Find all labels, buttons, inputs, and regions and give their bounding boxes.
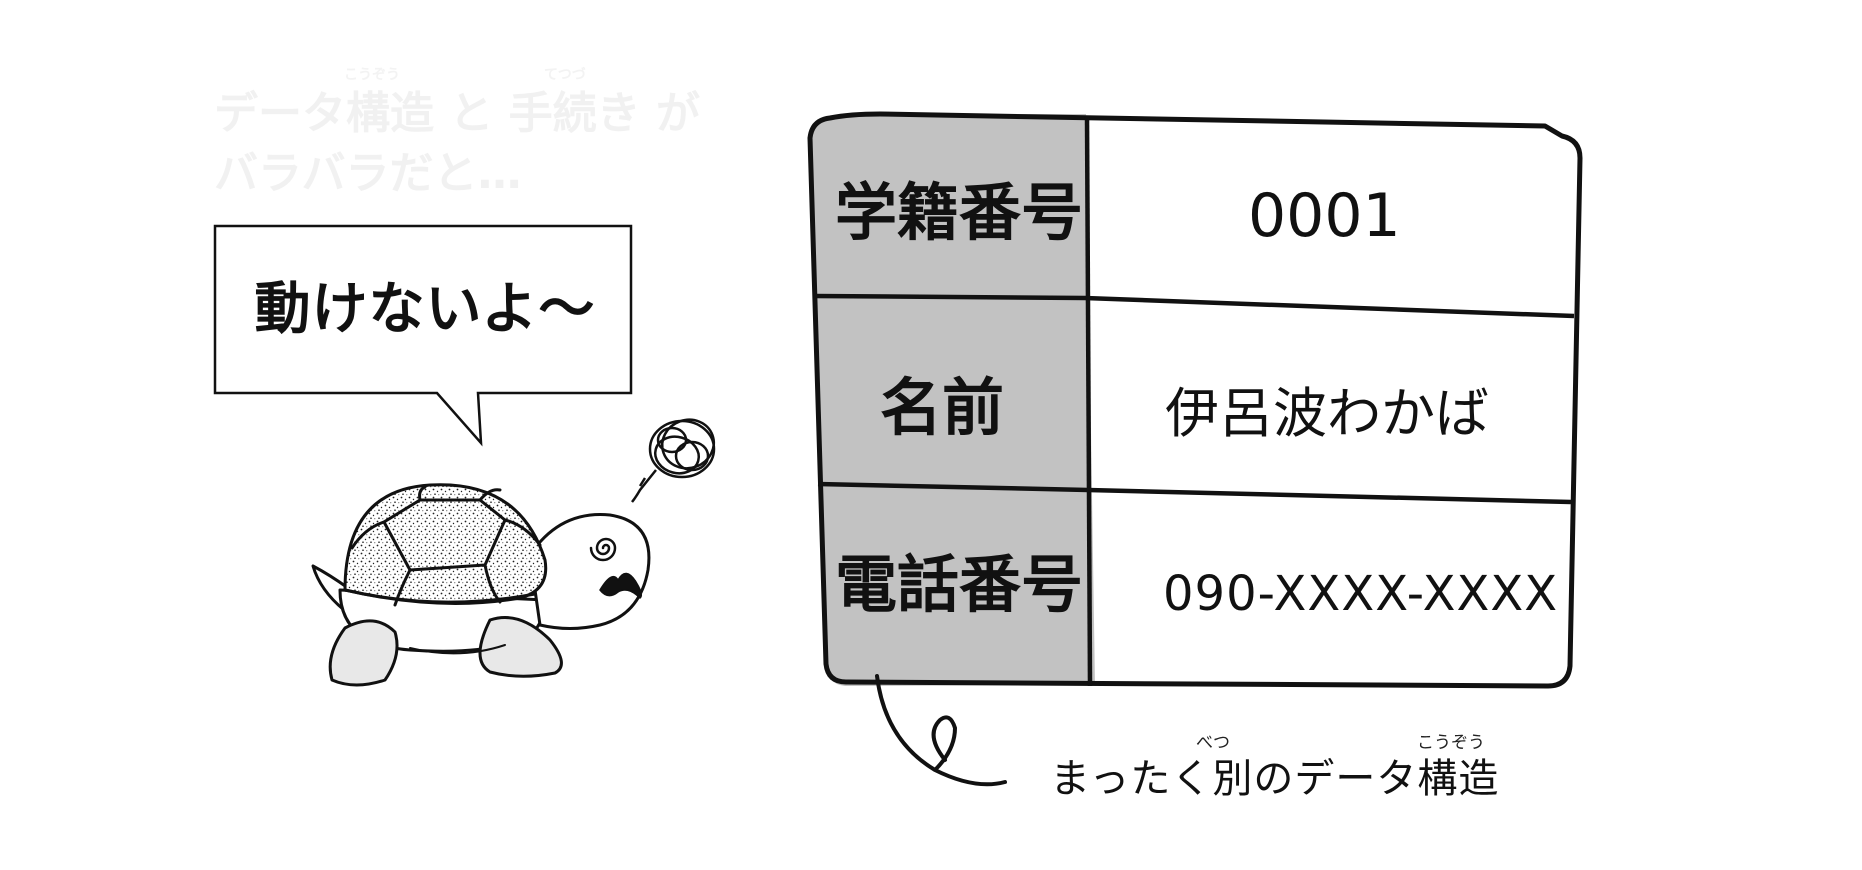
ruby-kouzou: こうぞう bbox=[344, 67, 400, 83]
speech-bubble-text: 動けないよ〜 bbox=[254, 277, 596, 342]
speech-bubble bbox=[213, 224, 633, 447]
value-name: 伊呂波わかば bbox=[1165, 382, 1489, 445]
annotation-text: まったく別のデータ構造 bbox=[1050, 756, 1500, 802]
faint-caption: こうぞう てつづ データ構造 と 手続き が バラバラだと… bbox=[214, 68, 700, 204]
label-phone: 電話番号 bbox=[834, 548, 1083, 621]
ruby-kouzou-note: こうぞう bbox=[1417, 733, 1485, 753]
ruby-betsu: べつ bbox=[1196, 733, 1230, 753]
value-phone: 090-XXXX-XXXX bbox=[1163, 566, 1559, 622]
label-student-id: 学籍番号 bbox=[834, 176, 1083, 249]
turtle-illustration bbox=[311, 483, 651, 687]
label-name: 名前 bbox=[880, 371, 1005, 444]
ruby-tetsuzuki: てつづ bbox=[544, 67, 586, 83]
record-card bbox=[807, 111, 1583, 689]
curly-pointer-line bbox=[875, 674, 1007, 787]
caption-line-2: バラバラだと… bbox=[214, 148, 522, 199]
value-student-id: 0001 bbox=[1248, 181, 1401, 251]
confusion-scribble-icon bbox=[631, 418, 716, 503]
caption-line-1: データ構造 と 手続き が bbox=[214, 88, 700, 139]
